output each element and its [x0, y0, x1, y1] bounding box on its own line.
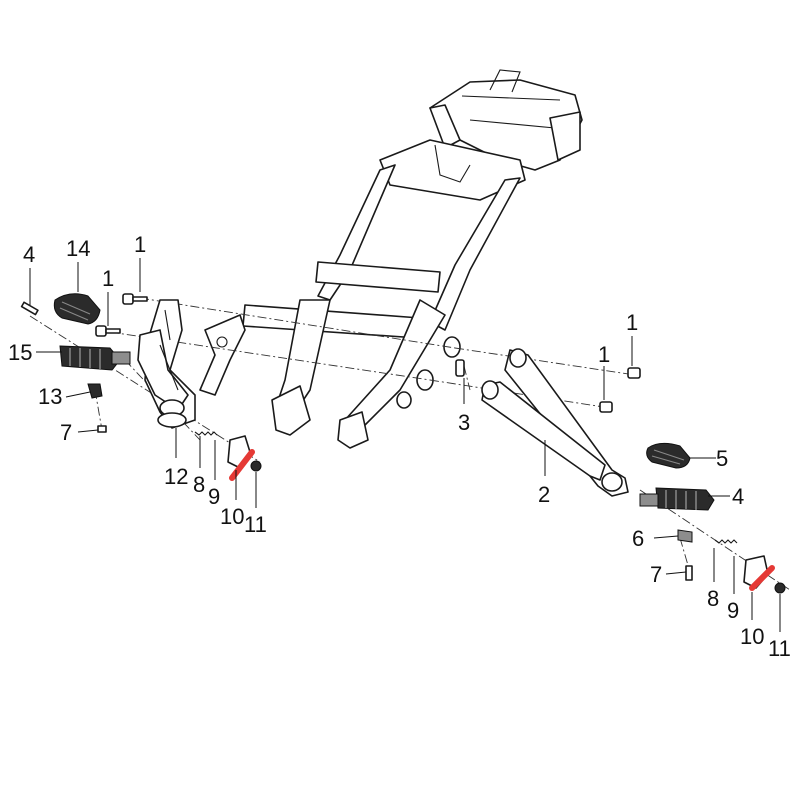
spring-left	[194, 431, 218, 436]
callout-2: 2	[538, 482, 550, 507]
bolt-left-lower	[95, 325, 121, 337]
callout-1-top-center: 1	[134, 232, 146, 257]
pin-small-right	[685, 565, 693, 581]
callout-8-right: 8	[707, 586, 719, 611]
spring-right	[714, 539, 738, 544]
right-footrest-bracket	[481, 348, 629, 497]
callout-7-left: 7	[60, 420, 72, 445]
callout-6: 6	[632, 526, 644, 551]
pin-left	[20, 301, 39, 316]
callout-9-right: 9	[727, 598, 739, 623]
footpeg-left	[59, 345, 131, 371]
left-footrest-bracket	[137, 299, 196, 429]
callout-9-left: 9	[208, 484, 220, 509]
callout-11-left: 11	[244, 512, 267, 537]
callout-14: 14	[66, 236, 90, 261]
callout-4-left: 4	[23, 242, 35, 267]
callout-13: 13	[38, 384, 62, 409]
rear-subframe	[199, 69, 583, 449]
callout-7-right: 7	[650, 562, 662, 587]
bolt-right-upper	[627, 367, 641, 379]
callout-15: 15	[8, 340, 32, 365]
pin-right-center	[455, 359, 465, 377]
pin-small-left	[97, 425, 107, 433]
callout-12: 12	[164, 464, 188, 489]
red-marker-left	[229, 449, 255, 481]
callout-labels: 1 1 1 1 2 3 4 4 5 6 7 7 8 8 9 9 10 10 11…	[8, 232, 791, 661]
callout-10-left: 10	[220, 504, 244, 529]
bolt-right-lower	[599, 401, 613, 413]
callout-8-left: 8	[193, 472, 205, 497]
callout-1-right-upper: 1	[626, 310, 638, 335]
callout-1-right-lower: 1	[598, 342, 610, 367]
leader-lines	[29, 258, 781, 632]
rubber-pad-left	[53, 293, 101, 325]
bolt-left-upper	[122, 293, 148, 305]
clip-left	[87, 383, 103, 399]
callout-4-right: 4	[732, 484, 744, 509]
callout-1-left: 1	[102, 266, 114, 291]
red-marker-right	[749, 565, 775, 591]
nut-right	[774, 582, 786, 594]
footpeg-right	[639, 487, 715, 511]
callout-5: 5	[716, 446, 728, 471]
nut-left	[250, 460, 262, 472]
callout-10-right: 10	[740, 624, 764, 649]
clip-right	[677, 529, 693, 543]
rubber-pad-right	[646, 442, 691, 469]
callout-11-right: 11	[768, 636, 791, 661]
callout-3: 3	[458, 410, 470, 435]
